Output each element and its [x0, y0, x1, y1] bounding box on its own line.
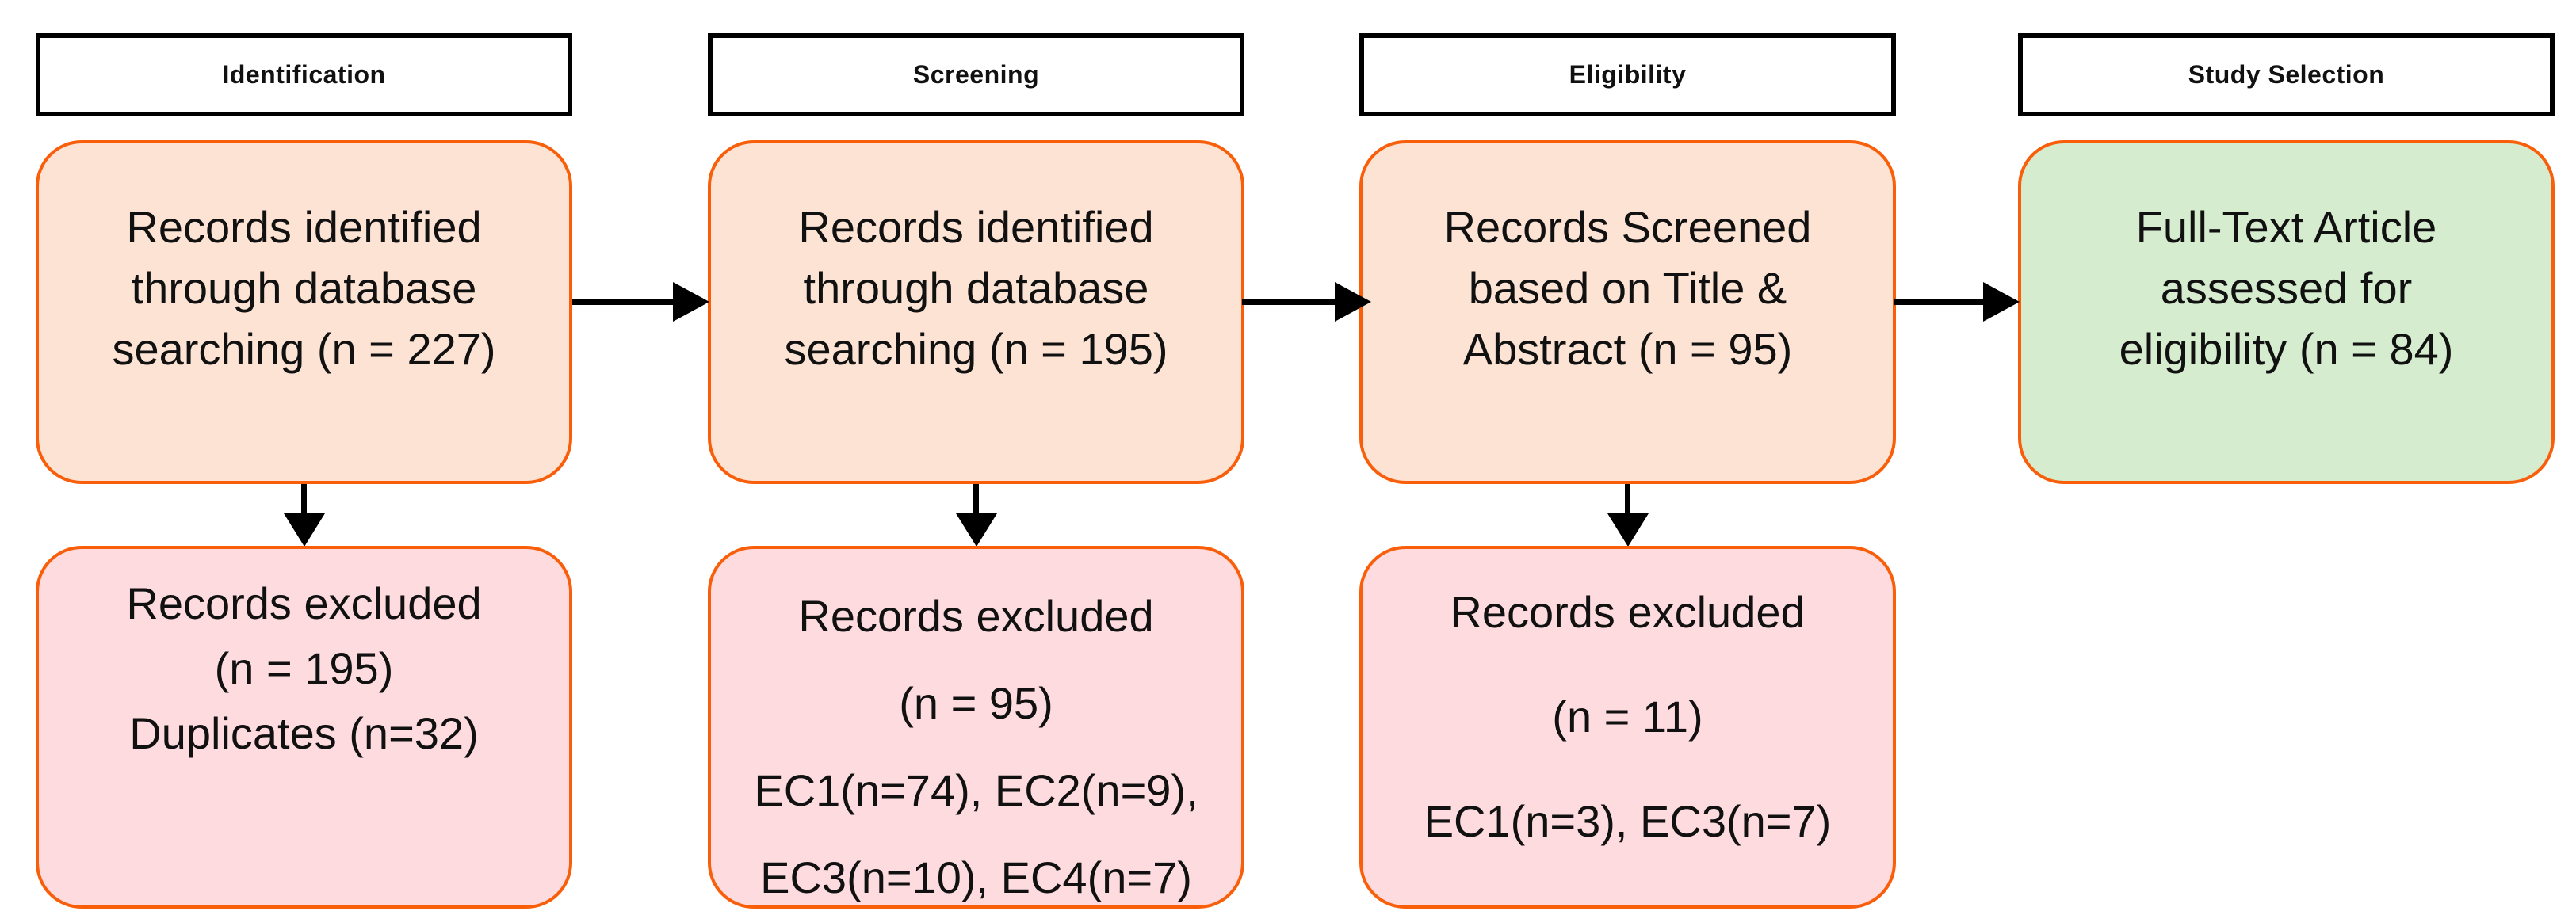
stage-column-screening: Screening Records identified through dat… — [708, 0, 1244, 915]
box-text-line: searching (n = 195) — [784, 324, 1168, 374]
right-arrow-head — [1335, 282, 1371, 322]
down-arrow-stem — [1625, 484, 1630, 513]
down-arrow-stem — [973, 484, 979, 513]
box-text-line: Records identified — [126, 202, 482, 252]
stage-column-study-selection: Study Selection Full-Text Article assess… — [2018, 0, 2555, 915]
box-text-line: (n = 95) — [899, 678, 1053, 728]
down-arrow-head — [283, 513, 325, 547]
stage-column-identification: Identification Records identified throug… — [36, 0, 572, 915]
box-text-line: Records Screened — [1443, 202, 1812, 252]
stage-header-study-selection: Study Selection — [2018, 33, 2555, 116]
box-text-line: eligibility (n = 84) — [2119, 324, 2454, 374]
box-text-line: Abstract (n = 95) — [1462, 324, 1793, 374]
down-arrow — [955, 484, 997, 547]
down-arrow-head — [955, 513, 997, 547]
box-text-line: through database — [131, 263, 477, 313]
records-screened-box: Records Screened based on Title & Abstra… — [1359, 140, 1896, 484]
down-arrow-head — [1607, 513, 1649, 547]
box-text-line: EC1(n=74), EC2(n=9), — [754, 765, 1198, 815]
right-arrow-shaft — [1894, 299, 1983, 305]
down-arrow — [283, 484, 325, 547]
box-text-line: through database — [803, 263, 1149, 313]
down-arrow-stem — [301, 484, 307, 513]
stage-header-label: Eligibility — [1569, 60, 1687, 89]
stage-header-label: Screening — [912, 60, 1040, 89]
box-text-line: EC3(n=10), EC4(n=7) — [760, 852, 1192, 902]
box-text-line: Records identified — [798, 202, 1154, 252]
records-excluded-box-2: Records excluded (n = 95) EC1(n=74), EC2… — [708, 546, 1244, 909]
right-arrow-head — [673, 282, 709, 322]
right-arrow-head — [1983, 282, 2020, 322]
stage-header-identification: Identification — [36, 33, 572, 116]
stage-header-label: Identification — [222, 60, 386, 89]
box-text-line: Records excluded — [1450, 587, 1806, 637]
stage-header-screening: Screening — [708, 33, 1244, 116]
right-arrow-shaft — [572, 299, 673, 305]
box-text-line: (n = 195) — [214, 643, 394, 693]
box-text-line: EC1(n=3), EC3(n=7) — [1424, 796, 1832, 846]
box-text-line: Records excluded — [126, 578, 482, 628]
right-arrow-2 — [1242, 282, 1371, 322]
box-text-line: Records excluded — [798, 591, 1154, 641]
stage-header-eligibility: Eligibility — [1359, 33, 1896, 116]
full-text-assessed-box: Full-Text Article assessed for eligibili… — [2018, 140, 2555, 484]
right-arrow-3 — [1894, 282, 2020, 322]
box-text-line: (n = 11) — [1552, 692, 1703, 742]
box-text-line: Full-Text Article — [2135, 202, 2437, 252]
stage-column-eligibility: Eligibility Records Screened based on Ti… — [1359, 0, 1896, 915]
box-text-line: based on Title & — [1468, 263, 1787, 313]
records-excluded-box-1: Records excluded (n = 195) Duplicates (n… — [36, 546, 572, 909]
stage-header-label: Study Selection — [2188, 60, 2385, 89]
down-arrow — [1607, 484, 1649, 547]
box-text-line: assessed for — [2160, 263, 2413, 313]
box-text-line: searching (n = 227) — [112, 324, 496, 374]
records-identified-box-1: Records identified through database sear… — [36, 140, 572, 484]
right-arrow-1 — [572, 282, 709, 322]
right-arrow-shaft — [1242, 299, 1335, 305]
box-text-line: Duplicates (n=32) — [129, 708, 479, 758]
records-excluded-box-3: Records excluded (n = 11) EC1(n=3), EC3(… — [1359, 546, 1896, 909]
records-identified-box-2: Records identified through database sear… — [708, 140, 1244, 484]
